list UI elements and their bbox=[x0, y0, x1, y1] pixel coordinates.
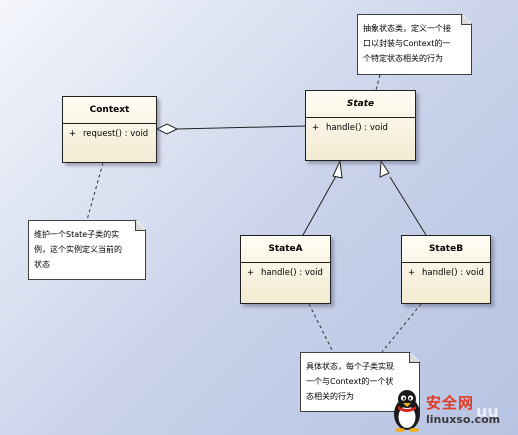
watermark-ghost-text: uu bbox=[476, 402, 499, 421]
note-anchor-context bbox=[86, 162, 104, 221]
operation-handle: + handle() : void bbox=[408, 268, 486, 278]
note-anchor-state bbox=[375, 74, 381, 91]
note-line: 一个与Context的一个状 bbox=[306, 377, 394, 386]
generalization-arrowhead-statea bbox=[332, 159, 343, 179]
operation-signature: handle() : void bbox=[261, 268, 323, 278]
class-context[interactable]: Context + request() : void bbox=[62, 96, 157, 163]
operation-handle: + handle() : void bbox=[247, 268, 326, 278]
watermark-url: linuxso.com bbox=[426, 413, 501, 426]
aggregation-line bbox=[176, 125, 306, 130]
operation-handle: + handle() : void bbox=[312, 123, 411, 133]
visibility-public: + bbox=[69, 129, 77, 139]
note-line: 例，这个实例定义当前的 bbox=[34, 245, 122, 254]
class-state-a[interactable]: StateA + handle() : void bbox=[240, 235, 331, 304]
note-line: 具体状态，每个子类实现 bbox=[306, 362, 394, 371]
note-state[interactable]: 抽象状态类，定义一个接 口以封装与Context的一 个特定状态相关的行为 bbox=[357, 14, 472, 75]
visibility-public: + bbox=[247, 268, 255, 278]
note-context[interactable]: 维护一个State子类的实 例，这个实例定义当前的 状态 bbox=[28, 220, 146, 280]
operation-signature: handle() : void bbox=[422, 268, 484, 278]
operation-request: + request() : void bbox=[69, 129, 152, 139]
generalization-line-statea bbox=[302, 175, 337, 236]
note-line: 口以封装与Context的一 bbox=[363, 39, 451, 48]
penguin-logo-icon bbox=[394, 390, 420, 432]
note-anchor-stateb bbox=[381, 303, 422, 353]
class-state-b[interactable]: StateB + handle() : void bbox=[401, 235, 491, 304]
operation-signature: request() : void bbox=[83, 129, 149, 139]
watermark: 安全网 uu linuxso.com bbox=[388, 388, 516, 434]
note-line: 抽象状态类，定义一个接 bbox=[363, 24, 451, 33]
note-fold-icon bbox=[135, 221, 145, 231]
class-state-b-operations: + handle() : void bbox=[402, 263, 490, 278]
note-anchor-statea bbox=[308, 303, 334, 353]
class-state-a-name: StateA bbox=[241, 236, 330, 263]
visibility-public: + bbox=[312, 123, 320, 133]
class-state-b-name: StateB bbox=[402, 236, 490, 263]
generalization-line-stateb bbox=[389, 176, 427, 236]
class-context-name: Context bbox=[63, 97, 156, 124]
visibility-public: + bbox=[408, 268, 416, 278]
aggregation-diamond bbox=[155, 123, 179, 135]
generalization-arrowhead-stateb bbox=[379, 159, 390, 178]
note-line: 个特定状态相关的行为 bbox=[363, 54, 443, 63]
class-context-operations: + request() : void bbox=[63, 124, 156, 139]
class-state[interactable]: State + handle() : void bbox=[305, 90, 416, 161]
note-line: 态相关的行为 bbox=[306, 392, 354, 401]
note-line: 状态 bbox=[34, 260, 50, 269]
class-state-a-operations: + handle() : void bbox=[241, 263, 330, 278]
operation-signature: handle() : void bbox=[326, 123, 388, 133]
note-fold-icon bbox=[461, 15, 471, 25]
class-state-name: State bbox=[306, 91, 415, 118]
class-state-operations: + handle() : void bbox=[306, 118, 415, 133]
note-fold-icon bbox=[409, 353, 419, 363]
note-line: 维护一个State子类的实 bbox=[34, 230, 120, 239]
watermark-site-name: 安全网 bbox=[426, 394, 475, 412]
